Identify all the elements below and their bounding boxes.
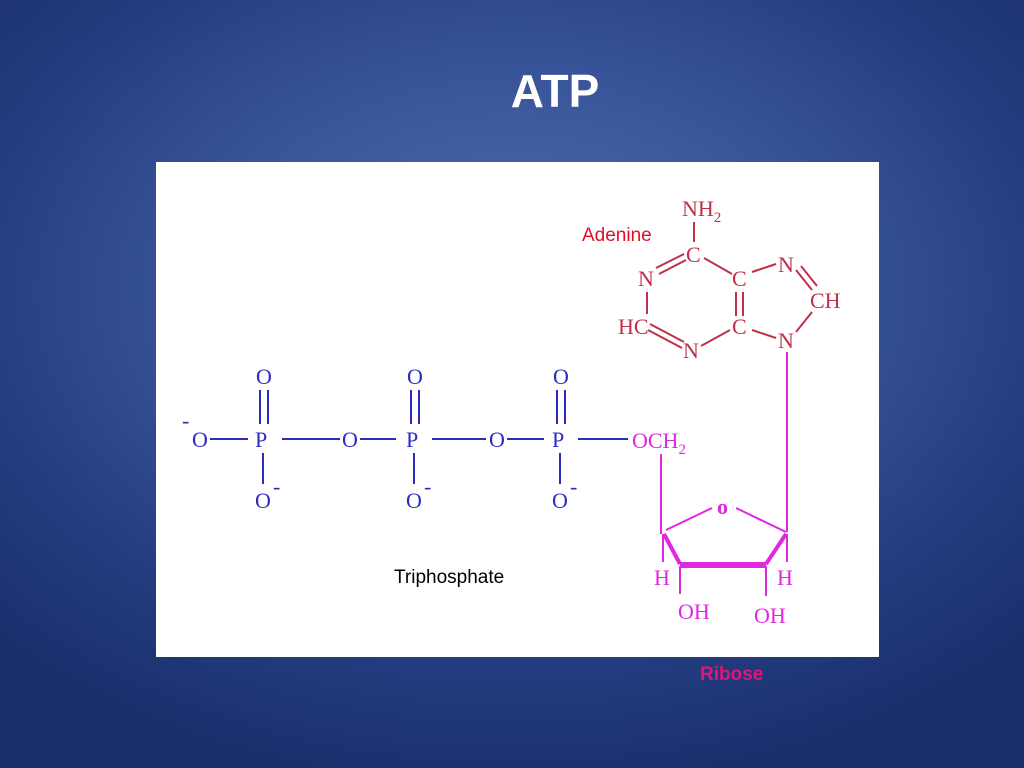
adenine-label: Adenine — [582, 225, 652, 246]
ribose-label: Ribose — [700, 664, 764, 685]
och2-linker: OCH2 — [632, 428, 686, 458]
charge-minus-terminal: - — [182, 408, 189, 433]
bond-c2-n3-b — [649, 323, 685, 343]
ribose-oh-left: OH — [678, 599, 710, 624]
atp-diagram-panel: - O O P O - O O P O - O — [156, 162, 879, 657]
carbon-c2-hc: HC — [618, 314, 649, 339]
ribose-h-left: H — [654, 565, 670, 590]
amino-group: NH2 — [682, 196, 721, 226]
carbon-c8-ch: CH — [810, 288, 841, 313]
triphosphate-group: - O O P O - O O P O - O — [182, 364, 628, 513]
bond-n7-c8-a — [795, 269, 813, 291]
bond-c2-c1 — [764, 532, 788, 566]
bond-c4-n9 — [751, 329, 777, 339]
oxygen-p3-bottom: O — [552, 488, 568, 513]
ring-oxygen: o — [717, 494, 728, 519]
bond-ring-o-c1 — [735, 507, 787, 533]
carbon-c6: C — [686, 242, 701, 267]
charge-minus-p3: - — [570, 474, 577, 499]
oxygen-bridge-2: O — [489, 427, 505, 452]
oxygen-p2-top: O — [407, 364, 423, 389]
phosphorus-1: P — [255, 427, 267, 452]
ribose-group: OCH2 o H OH OH H — [632, 352, 793, 628]
slide-title: ATP — [510, 65, 600, 117]
phosphorus-2: P — [406, 427, 418, 452]
bond-c5-n7 — [751, 263, 777, 273]
carbon-c4: C — [732, 314, 747, 339]
oxygen-p2-bottom: O — [406, 488, 422, 513]
bond-n7-c8-b — [800, 265, 818, 287]
ribose-oh-right: OH — [754, 603, 786, 628]
oxygen-terminal: O — [192, 427, 208, 452]
ribose-h-right: H — [777, 565, 793, 590]
bond-n3-c4 — [700, 329, 731, 347]
charge-minus-p2: - — [424, 474, 431, 499]
bond-c6-c5 — [703, 257, 733, 275]
nitrogen-n3: N — [683, 338, 699, 363]
bond-n1-c6-a — [655, 253, 685, 269]
bond-n1-c6-b — [658, 259, 687, 275]
nitrogen-n9: N — [778, 328, 794, 353]
bond-c2-n3-a — [647, 329, 683, 349]
carbon-c5: C — [732, 266, 747, 291]
bond-c4-c3 — [662, 533, 682, 565]
adenine-group: NH2 C N HC N C C N CH N — [618, 196, 841, 363]
nitrogen-n7: N — [778, 252, 794, 277]
phosphorus-3: P — [552, 427, 564, 452]
oxygen-bridge-1: O — [342, 427, 358, 452]
bond-c4-ring-o — [665, 507, 713, 531]
nitrogen-n1: N — [638, 266, 654, 291]
bond-c8-n9 — [795, 311, 813, 333]
triphosphate-label: Triphosphate — [394, 567, 504, 588]
charge-minus-p1: - — [273, 474, 280, 499]
oxygen-p1-top: O — [256, 364, 272, 389]
atp-structure-diagram: - O O P O - O O P O - O — [182, 196, 841, 628]
oxygen-p1-bottom: O — [255, 488, 271, 513]
oxygen-p3-top: O — [553, 364, 569, 389]
